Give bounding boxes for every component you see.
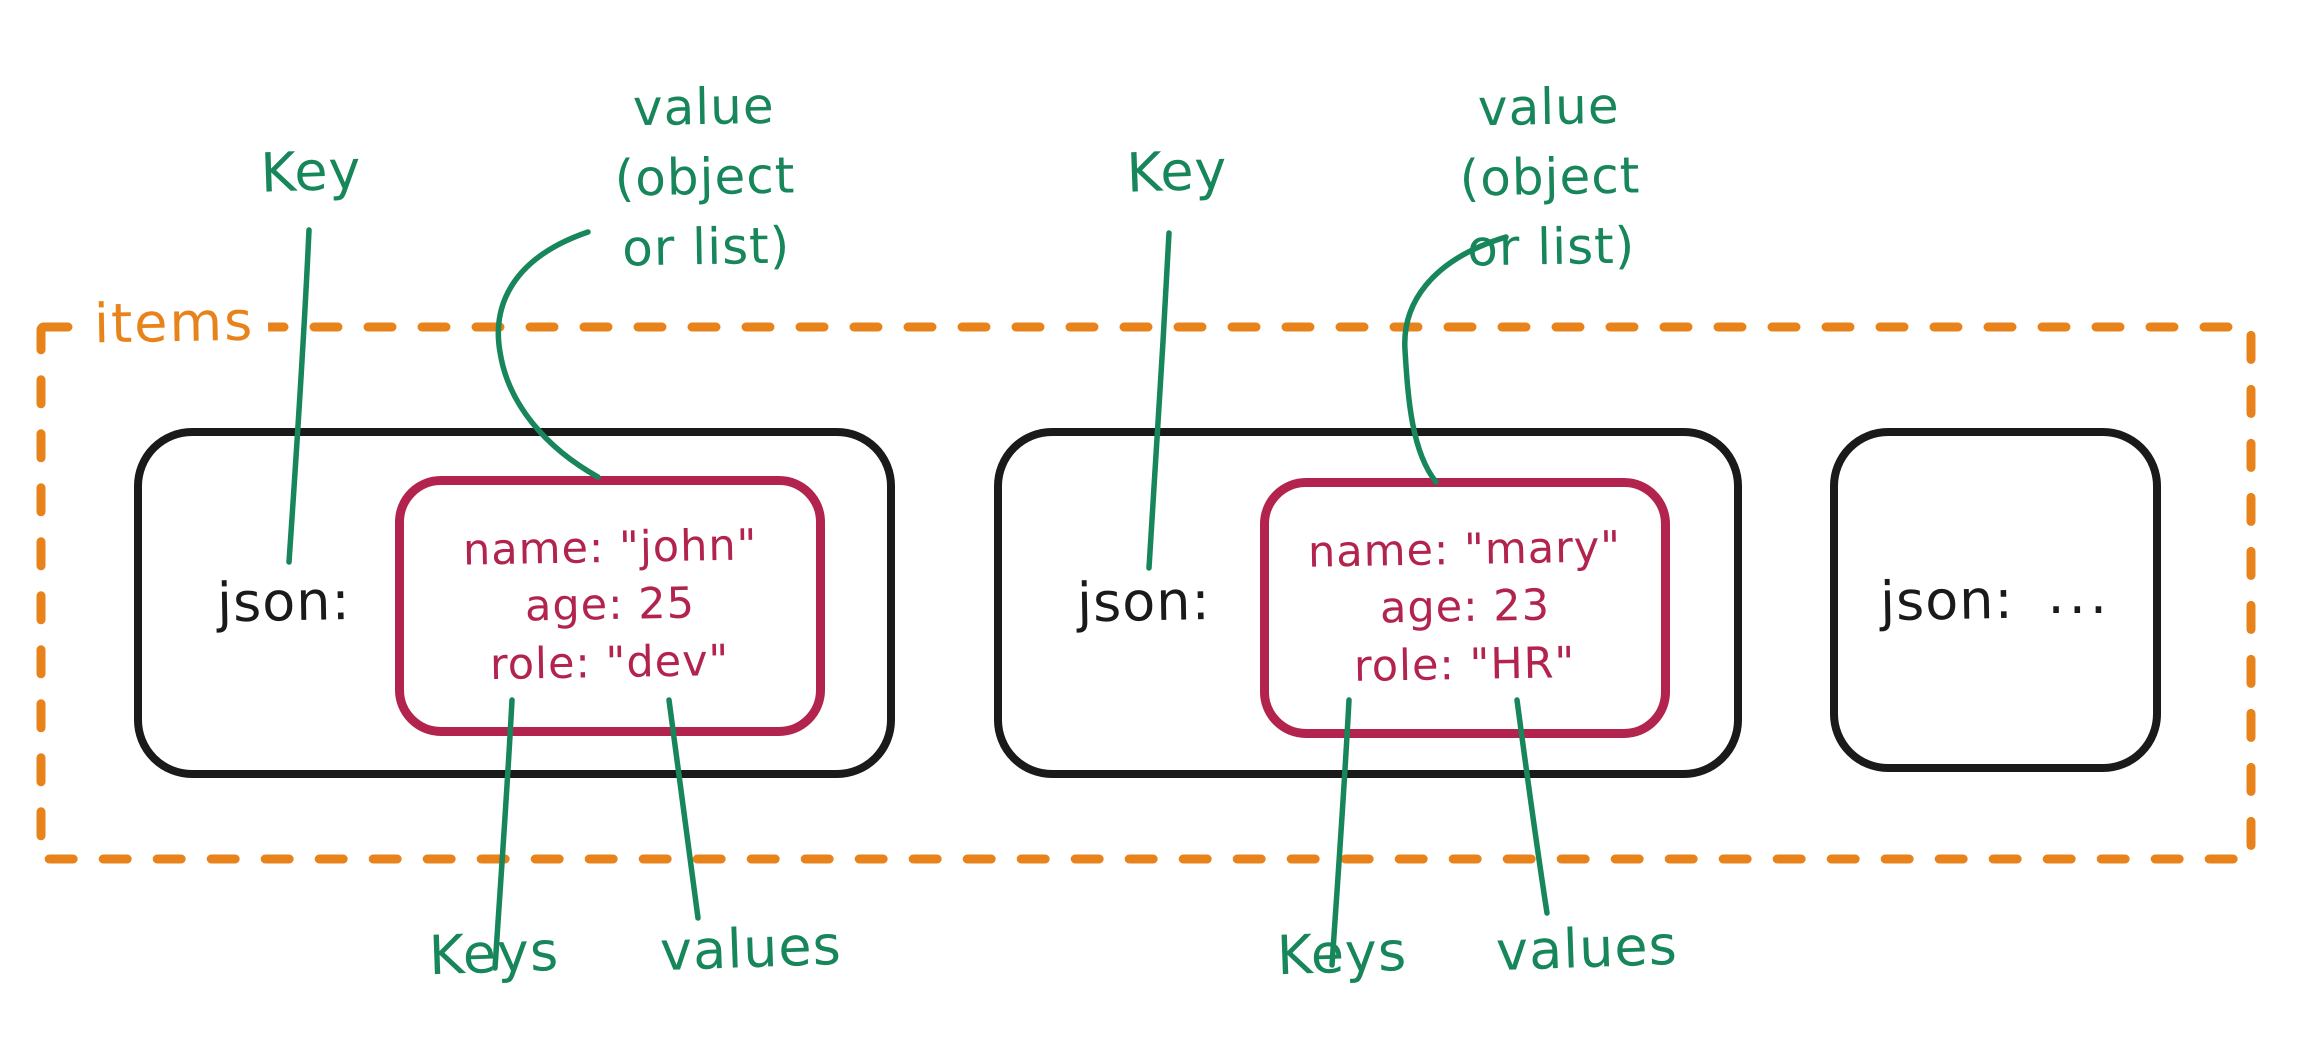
object-pair-role-1: role: "dev"	[489, 635, 731, 690]
object-value-box-2: name: "mary" age: 23 role: "HR"	[1260, 478, 1670, 738]
object-pair-role-2: role: "HR"	[1353, 637, 1577, 692]
object-pair-name-2: name: "mary"	[1308, 522, 1622, 578]
json-key-label-3: json:	[1879, 567, 2015, 633]
keys-annotation-1: Keys	[427, 919, 561, 988]
object-pair-age-1: age: 25	[524, 578, 696, 632]
values-annotation-1: values	[658, 913, 843, 984]
value-annotation-1: value (object or list)	[614, 76, 796, 278]
key-annotation-1: Key	[259, 138, 363, 205]
json-item-card-3: json: ...	[1830, 428, 2161, 772]
json-item-card-1: json: name: "john" age: 25 role: "dev"	[134, 428, 895, 778]
json-key-label-1: json:	[216, 569, 352, 635]
value-annotation-2: value (object or list)	[1459, 76, 1641, 278]
key-annotation-2: Key	[1125, 138, 1229, 205]
json-item-card-2: json: name: "mary" age: 23 role: "HR"	[994, 428, 1742, 778]
object-pair-age-2: age: 23	[1379, 580, 1551, 634]
object-pair-name-1: name: "john"	[462, 520, 758, 576]
items-frame-label: items	[79, 289, 269, 356]
more-items-ellipsis: ...	[2047, 562, 2112, 626]
values-annotation-2: values	[1494, 913, 1679, 984]
json-key-label-2: json:	[1076, 569, 1212, 635]
keys-annotation-2: Keys	[1275, 919, 1409, 988]
object-value-box-1: name: "john" age: 25 role: "dev"	[395, 476, 825, 736]
